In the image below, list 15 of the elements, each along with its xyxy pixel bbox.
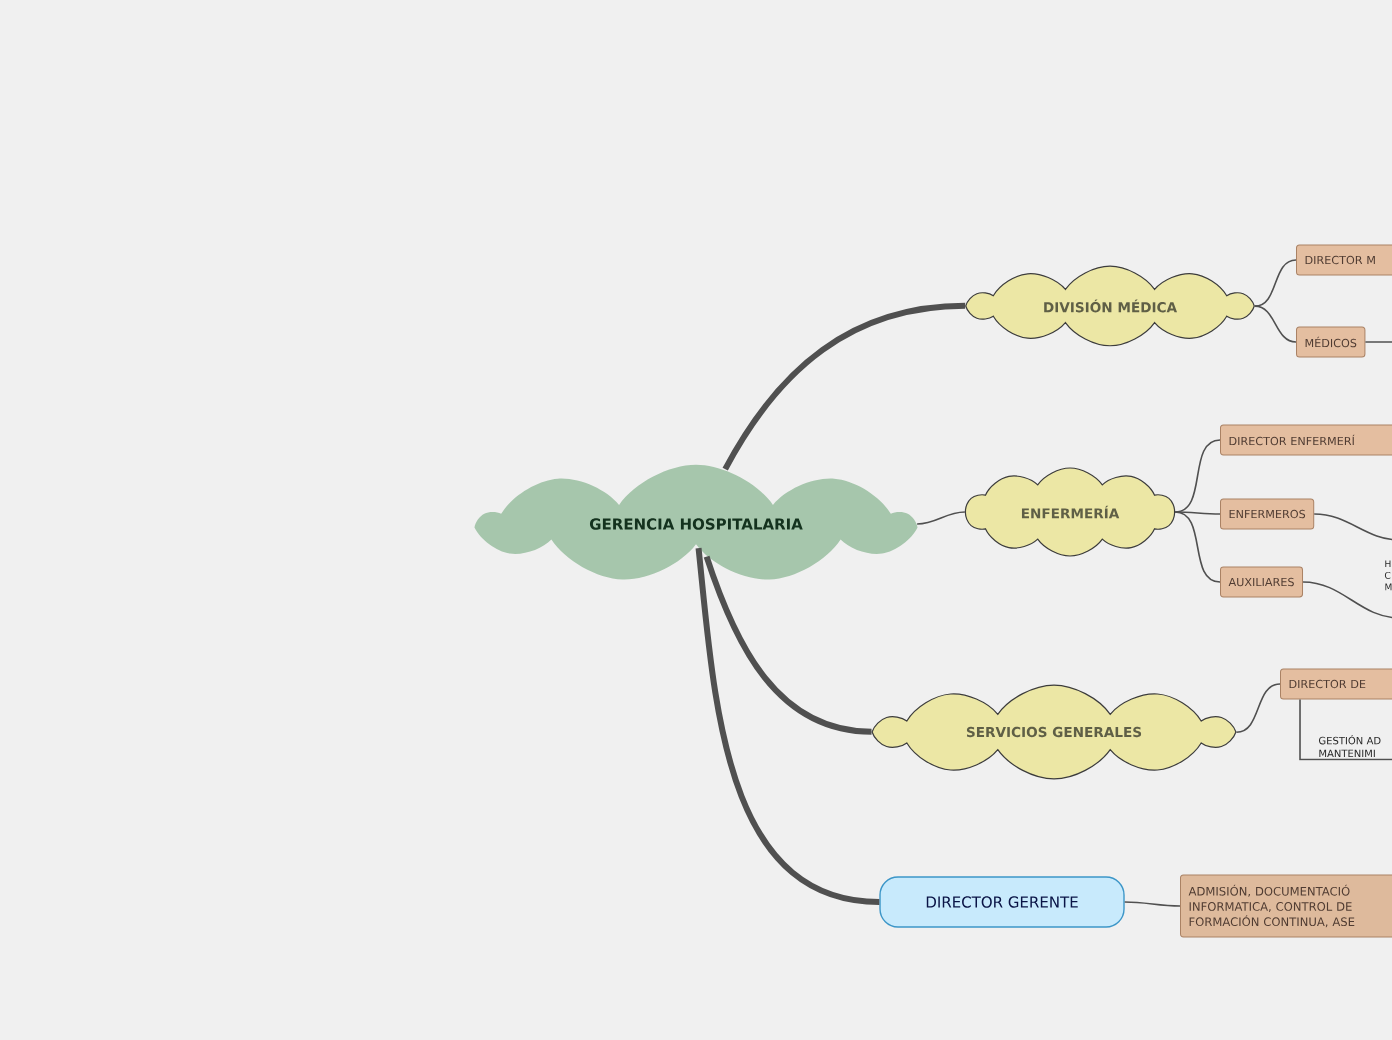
connector-line — [1174, 511, 1221, 583]
connector-line — [1364, 341, 1392, 343]
connector-line — [1174, 439, 1221, 513]
connector-line — [703, 555, 872, 735]
connector-line — [916, 511, 966, 525]
connector-line — [695, 547, 880, 905]
connector-line — [1254, 259, 1297, 307]
connector-line — [1123, 901, 1181, 907]
connector-line — [1254, 305, 1297, 343]
connector-line — [1235, 683, 1281, 733]
connector-line — [1174, 511, 1221, 515]
connector-line — [722, 302, 966, 471]
connector-line — [1302, 581, 1392, 619]
connector-line — [1313, 513, 1392, 541]
connector-line — [1299, 698, 1392, 761]
